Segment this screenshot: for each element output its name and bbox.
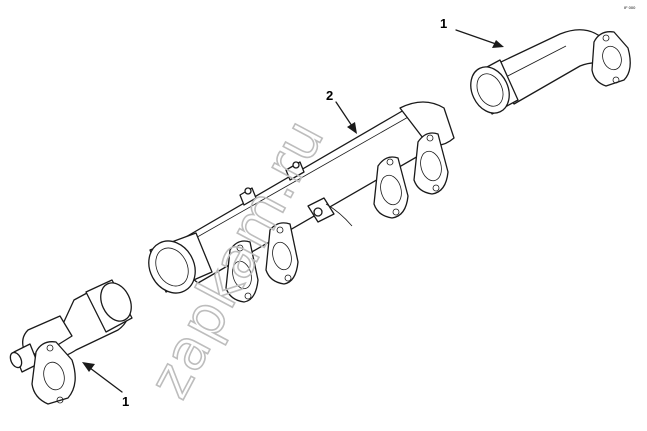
callout-part-1-bottom: 1 — [122, 394, 129, 409]
elbow-pipe-right — [470, 29, 631, 115]
port-flange-4 — [413, 132, 449, 195]
manifold-left-sleeve — [148, 232, 213, 294]
callout-part-1-top: 1 — [440, 16, 447, 31]
callout-part-2: 2 — [326, 88, 333, 103]
leader-arrow-bottom — [82, 362, 123, 393]
port-flange-3 — [373, 156, 409, 219]
port-flange-2 — [265, 222, 299, 285]
figure-code: IF 000 — [624, 5, 636, 10]
port-flange-1 — [225, 240, 259, 303]
sensor-clip — [307, 197, 353, 227]
leader-arrow-middle — [335, 101, 357, 134]
manifold-tube — [159, 101, 455, 284]
leader-arrow-top — [455, 29, 504, 48]
elbow-pipe-left — [9, 279, 133, 405]
